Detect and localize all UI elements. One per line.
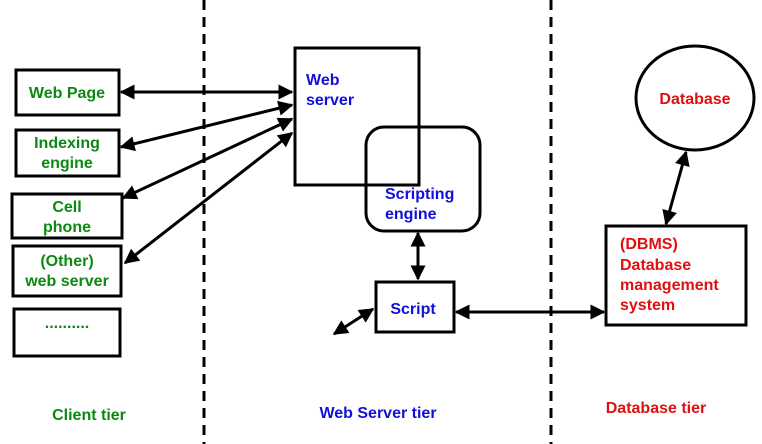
arrow-script-unlabeled xyxy=(332,307,375,336)
client-other-web-server: (Other) web server xyxy=(11,244,123,298)
web-server-tier-label: Web Server tier xyxy=(319,405,436,422)
web-server-box: Web server xyxy=(293,46,421,187)
scripting-engine-label-2: engine xyxy=(385,206,437,223)
more-clients-label: .......... xyxy=(45,315,89,332)
script-box: Script xyxy=(374,280,456,334)
dbms-label-2: Database xyxy=(620,257,691,274)
dbms-label-4: system xyxy=(620,297,675,314)
cell-phone-label-2: phone xyxy=(43,219,91,236)
indexing-engine-label-2: engine xyxy=(41,155,93,172)
scripting-engine-box: Scripting engine xyxy=(364,125,482,233)
arrow-dbms-database xyxy=(662,150,690,226)
dbms-label-3: management xyxy=(620,277,719,294)
other-web-server-label-1: (Other) xyxy=(40,253,93,270)
dbms-label-1: (DBMS) xyxy=(620,236,678,253)
client-cell-phone: Cell phone xyxy=(10,192,124,240)
other-web-server-label-2: web server xyxy=(24,273,109,290)
arrow-indexing-engine-web-server xyxy=(119,100,294,152)
cell-phone-label-1: Cell xyxy=(52,199,81,216)
web-page-label: Web Page xyxy=(29,85,105,102)
scripting-engine-label-1: Scripting xyxy=(385,186,454,203)
arrow-other-web-server-web-server xyxy=(123,131,294,265)
client-tier-label: Client tier xyxy=(52,407,126,424)
database-tier-label: Database tier xyxy=(606,400,707,417)
client-web-page: Web Page xyxy=(14,68,121,117)
indexing-engine-label-1: Indexing xyxy=(34,135,100,152)
dbms-box: (DBMS) Database management system xyxy=(604,224,748,327)
client-more: .......... xyxy=(12,307,122,358)
web-server-label-2: server xyxy=(306,92,354,109)
web-server-label-1: Web xyxy=(306,72,340,89)
database-label: Database xyxy=(659,91,730,108)
script-label: Script xyxy=(390,301,436,318)
arrow-cell-phone-web-server xyxy=(121,117,294,200)
database-circle: Database xyxy=(634,44,756,152)
client-indexing-engine: Indexing engine xyxy=(14,128,121,178)
